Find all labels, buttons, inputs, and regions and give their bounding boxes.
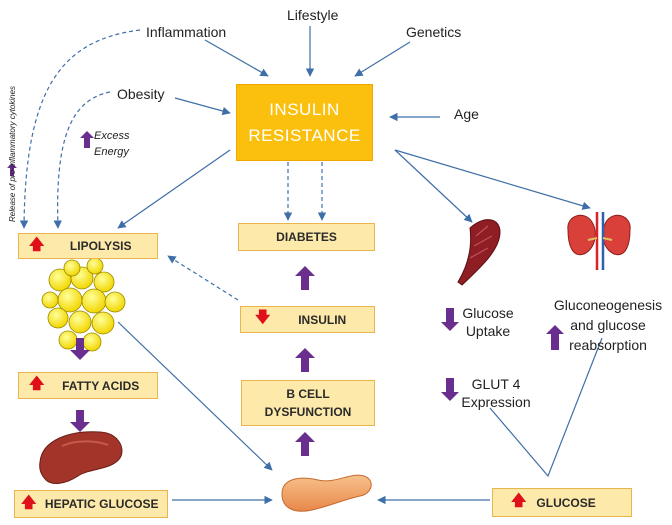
factor-arrows xyxy=(174,26,440,122)
glucose-box: 🡅 GLUCOSE xyxy=(492,488,632,517)
pancreas-arrows xyxy=(117,321,603,505)
gluconeogenesis-line1: Gluconeogenesis xyxy=(553,297,663,313)
diabetes-label: DIABETES xyxy=(276,230,337,244)
up-arrow-icon: 🡅 xyxy=(29,235,45,253)
insulin-resistance-line2: RESISTANCE xyxy=(248,125,361,145)
bcell-line2: DYSFUNCTION xyxy=(264,405,352,419)
insulin-box: 🡇 INSULIN xyxy=(240,306,375,333)
cytokines-note: Release of pro-inflammatory cytokines xyxy=(8,85,17,222)
bcell-line1: B CELL xyxy=(286,387,330,401)
up-arrow-icon: 🡅 xyxy=(21,493,37,511)
gluconeogenesis-line2: and glucose xyxy=(570,317,646,333)
pancreas-icon xyxy=(281,474,372,512)
liver-icon xyxy=(39,431,123,484)
excess-energy-line1: Excess xyxy=(94,130,130,142)
insulin-label: INSULIN xyxy=(298,312,347,327)
excess-energy-line2: Energy xyxy=(94,146,129,158)
fat-cells-icon xyxy=(41,257,126,352)
hepatic-glucose-label: HEPATIC GLUCOSE xyxy=(44,497,159,511)
factor-obesity: Obesity xyxy=(117,86,165,102)
factor-lifestyle: Lifestyle xyxy=(287,7,339,23)
down-arrow-icon: 🡇 xyxy=(255,309,271,326)
glut4-line2: Expression xyxy=(461,394,531,410)
factor-genetics: Genetics xyxy=(406,24,462,40)
kidney-icon xyxy=(567,212,631,270)
insulin-resistance-line1: INSULIN xyxy=(269,99,340,119)
up-arrow-icon: 🡅 xyxy=(29,375,45,392)
hepatic-glucose-box: 🡅 HEPATIC GLUCOSE xyxy=(14,490,168,518)
gluconeogenesis-label: Gluconeogenesis and glucose reabsorption xyxy=(548,295,668,355)
insulin-resistance-box: INSULIN RESISTANCE xyxy=(236,84,373,161)
lipolysis-label: LIPOLYSIS xyxy=(69,239,132,253)
lipolysis-box: 🡅 LIPOLYSIS xyxy=(18,233,158,259)
glut4-line1: GLUT 4 xyxy=(471,376,521,392)
muscle-icon xyxy=(457,219,501,286)
excess-energy-note: Excess Energy xyxy=(94,128,129,160)
resistance-arrows xyxy=(117,149,591,229)
diabetes-box: DIABETES xyxy=(238,223,375,251)
glucose-uptake-label: Glucose Uptake xyxy=(458,304,518,340)
glucose-label: GLUCOSE xyxy=(536,495,596,510)
dashed-curves xyxy=(19,29,141,229)
glucose-uptake-line2: Uptake xyxy=(465,323,511,339)
glucose-uptake-line1: Glucose xyxy=(462,305,514,321)
gluconeogenesis-line3: reabsorption xyxy=(569,337,647,353)
bcell-box: B CELL DYSFUNCTION xyxy=(241,380,375,426)
fatty-acids-box: 🡅 FATTY ACIDS xyxy=(18,372,158,399)
diabetes-dashed-arrows xyxy=(167,162,327,301)
fatty-acids-label: FATTY ACIDS xyxy=(62,378,140,393)
factor-inflammation: Inflammation xyxy=(146,24,227,40)
purple-arrows xyxy=(7,131,564,456)
factor-age: Age xyxy=(454,106,479,122)
up-arrow-icon: 🡅 xyxy=(511,492,527,509)
glut4-label: GLUT 4 Expression xyxy=(456,375,536,411)
